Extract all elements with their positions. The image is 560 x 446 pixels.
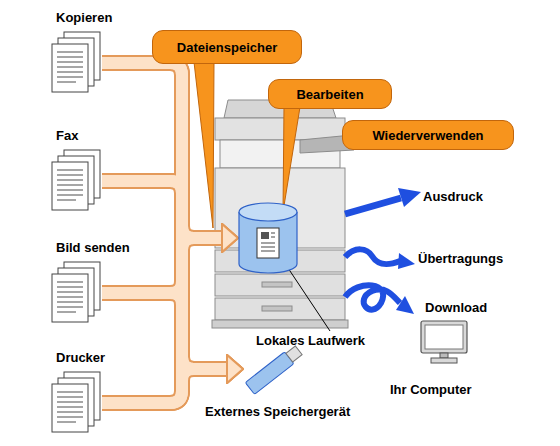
callout-text: Bearbeiten	[296, 87, 363, 102]
document-stack: Kopieren	[52, 32, 102, 94]
node-label: Externes Speichergerät	[205, 404, 350, 419]
arrow-shaft	[345, 198, 401, 214]
arrow-head	[398, 188, 421, 207]
callout-tail	[283, 107, 300, 212]
drawer-handle	[262, 306, 292, 311]
flow-band-outline	[102, 63, 227, 369]
page-lines	[57, 282, 83, 312]
arrow-label: Ausdruck	[423, 189, 483, 204]
document-icon	[257, 228, 279, 258]
monitor-base	[431, 358, 457, 363]
flow-band	[102, 181, 222, 238]
flow-arrowhead	[222, 224, 238, 252]
node-label: Bild senden	[56, 240, 130, 255]
page	[52, 384, 88, 432]
flow-band	[102, 181, 227, 369]
flow-band-outline	[102, 293, 227, 369]
flow-band	[102, 63, 227, 369]
page	[52, 274, 88, 322]
callout-box: Bearbeiten	[268, 79, 392, 109]
arrow-label: Download	[425, 300, 487, 315]
drawer-handle	[262, 282, 292, 287]
flow-band	[102, 369, 227, 403]
flow-arrowhead	[222, 224, 238, 252]
document-stack: Bild senden	[52, 262, 102, 324]
arrow-head	[396, 296, 414, 314]
flow-band-outline	[102, 181, 222, 238]
page-lines	[57, 170, 83, 200]
callout-tail	[194, 62, 214, 228]
flow-arrowhead	[222, 224, 238, 252]
flow-arrowhead	[227, 355, 243, 383]
page-lines	[57, 392, 83, 422]
storage-cylinder: Lokales Laufwerk	[238, 202, 298, 274]
node-label: Kopieren	[56, 10, 112, 25]
flow-band-outline	[102, 181, 227, 369]
flow-band	[102, 293, 227, 369]
monitor	[421, 321, 467, 353]
node-label: Fax	[56, 128, 78, 143]
flow-band	[102, 63, 222, 238]
leader-line	[284, 262, 330, 331]
node-label: Ihr Computer	[390, 382, 472, 397]
flow-arrowhead	[227, 355, 243, 383]
callout-text: Dateienspeicher	[177, 40, 277, 55]
screen	[425, 325, 463, 349]
download-arrow	[345, 285, 414, 314]
computer: Ihr Computer	[418, 320, 470, 365]
arrow-label: Übertragungs	[418, 251, 503, 266]
monitor-stand	[440, 353, 448, 358]
flow-band-outline	[102, 63, 222, 238]
arrow-shaft	[345, 285, 400, 309]
printer-drawer	[215, 298, 345, 320]
page	[52, 162, 88, 210]
flow-arrowhead	[227, 355, 243, 383]
print-arrow	[345, 188, 421, 214]
document-stack: Fax	[52, 150, 102, 212]
document-stack: Drucker	[52, 372, 102, 434]
arrow-shaft	[345, 249, 400, 264]
flow-band-outline	[102, 369, 227, 403]
flow-arrowhead	[222, 224, 238, 252]
document-lines	[261, 233, 275, 251]
flow-band-outline	[102, 238, 222, 403]
arrow-head	[398, 253, 415, 269]
node-label: Lokales Laufwerk	[256, 333, 365, 348]
flow-arrowhead	[227, 355, 243, 383]
printer-drawer	[215, 274, 345, 296]
storage-stick: Externes Speichergerät	[243, 340, 305, 398]
printer-illustration	[212, 100, 354, 328]
callout-text: Wiederverwenden	[372, 128, 483, 143]
node-label: Drucker	[56, 350, 105, 365]
usb-stick	[245, 344, 303, 394]
flow-band	[102, 238, 222, 403]
page	[52, 44, 88, 92]
page-lines	[57, 52, 83, 82]
document-picture	[261, 232, 269, 239]
callout-box: Dateienspeicher	[152, 30, 302, 64]
callout-box: Wiederverwenden	[342, 120, 514, 150]
transfer-arrow	[345, 249, 415, 269]
printer-scanner	[215, 118, 345, 140]
cylinder-top	[239, 203, 297, 221]
band-fill-layer	[102, 63, 243, 403]
band-outline-layer	[102, 63, 227, 403]
